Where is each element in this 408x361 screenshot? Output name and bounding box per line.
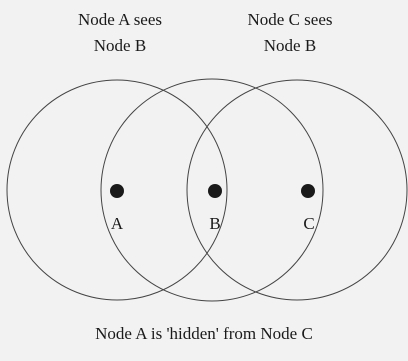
caption-a-sees-b: Node A sees Node B [50, 7, 190, 59]
caption-a-line2: Node B [93, 36, 147, 55]
range-circle-a [6, 79, 228, 301]
node-b-label: B [209, 214, 220, 233]
range-circle-c [186, 79, 408, 301]
caption-c-line2: Node B [263, 36, 317, 55]
node-c-label: C [303, 214, 314, 233]
node-b-dot [208, 184, 222, 198]
footer-caption: Node A is 'hidden' from Node C [95, 324, 313, 343]
node-c-dot [301, 184, 315, 198]
caption-c-line1: Node C sees [247, 10, 333, 29]
range-circle-b [100, 78, 324, 302]
caption-a-line1: Node A sees [77, 10, 163, 29]
node-a-dot [110, 184, 124, 198]
node-a-label: A [111, 214, 124, 233]
caption-c-sees-b: Node C sees Node B [220, 7, 360, 59]
